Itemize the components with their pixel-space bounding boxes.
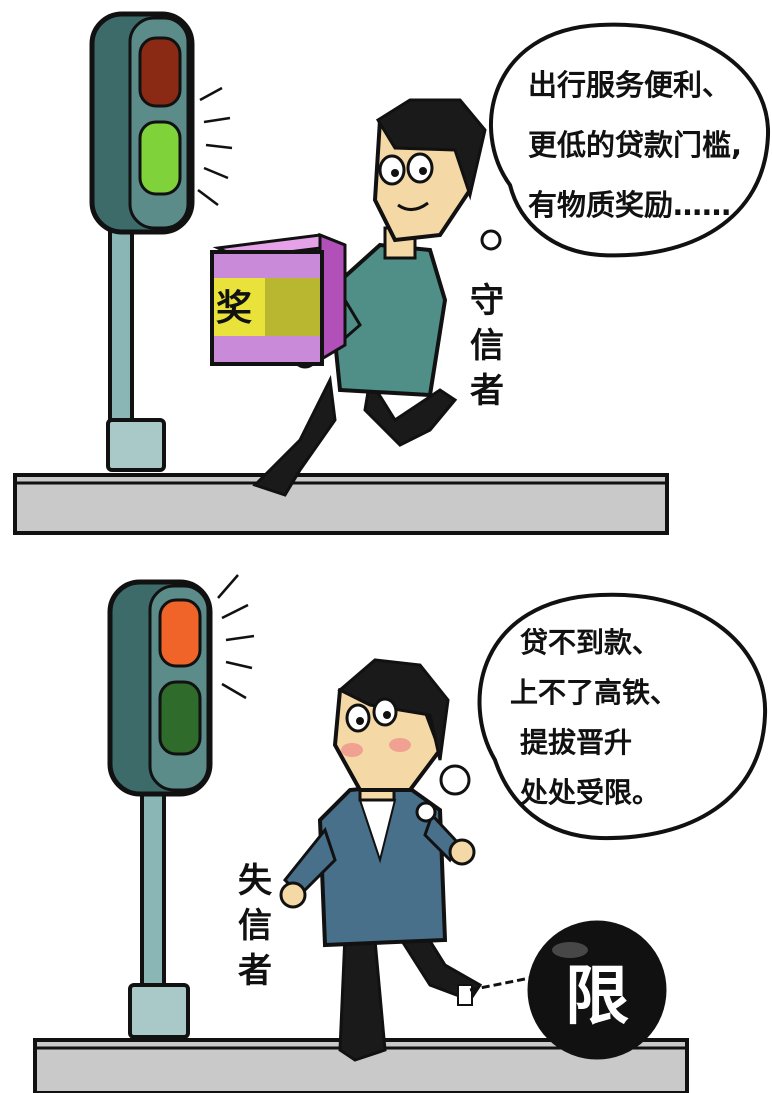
- top-bubble-line-2: 更低的贷款门槛,: [528, 128, 742, 162]
- bottom-bubble-line-3: 提拔晋升: [520, 726, 632, 759]
- ball-label: 限: [565, 960, 629, 1034]
- reward-box: 奖: [210, 232, 347, 366]
- top-green-lamp: [138, 120, 182, 196]
- bottom-panel: 限 贷不到款、 上不了高铁、 提拔晋升 处处受限。 失 信 者: [33, 574, 768, 1093]
- top-sidewalk: [13, 473, 669, 535]
- bottom-caption-char-3: 者: [238, 951, 272, 991]
- bottom-bubble-line-1: 贷不到款、: [520, 626, 660, 659]
- ball-and-chain: 限: [457, 920, 667, 1060]
- top-caption: 守 信 者: [470, 281, 504, 411]
- bottom-bubble-line-4: 处处受限。: [519, 776, 660, 809]
- bottom-bubble-line-2: 上不了高铁、: [510, 676, 678, 709]
- top-panel: 奖 出行服务便利、 更低的贷款门槛, 有物质奖励…… 守 信 者: [13, 11, 771, 535]
- top-traffic-light: [89, 11, 233, 472]
- bottom-thought-bubble: 贷不到款、 上不了高铁、 提拔晋升 处处受限。: [415, 592, 768, 841]
- box-label: 奖: [216, 288, 252, 329]
- top-bubble-line-3: 有物质奖励……: [528, 188, 731, 222]
- bottom-traffic-light: [107, 574, 255, 1039]
- bottom-red-lamp: [158, 598, 202, 668]
- bottom-green-lamp: [158, 680, 202, 756]
- top-caption-char-2: 信: [470, 326, 504, 366]
- bottom-caption-char-1: 失: [238, 861, 273, 901]
- top-caption-char-1: 守: [470, 281, 504, 321]
- top-thought-bubble: 出行服务便利、 更低的贷款门槛, 有物质奖励……: [480, 22, 771, 258]
- bottom-caption-char-2: 信: [238, 906, 272, 946]
- bottom-caption: 失 信 者: [238, 861, 273, 991]
- bottom-man: [279, 658, 483, 1062]
- top-caption-char-3: 者: [470, 371, 504, 411]
- top-bubble-line-1: 出行服务便利、: [528, 68, 731, 102]
- top-red-lamp: [138, 36, 182, 108]
